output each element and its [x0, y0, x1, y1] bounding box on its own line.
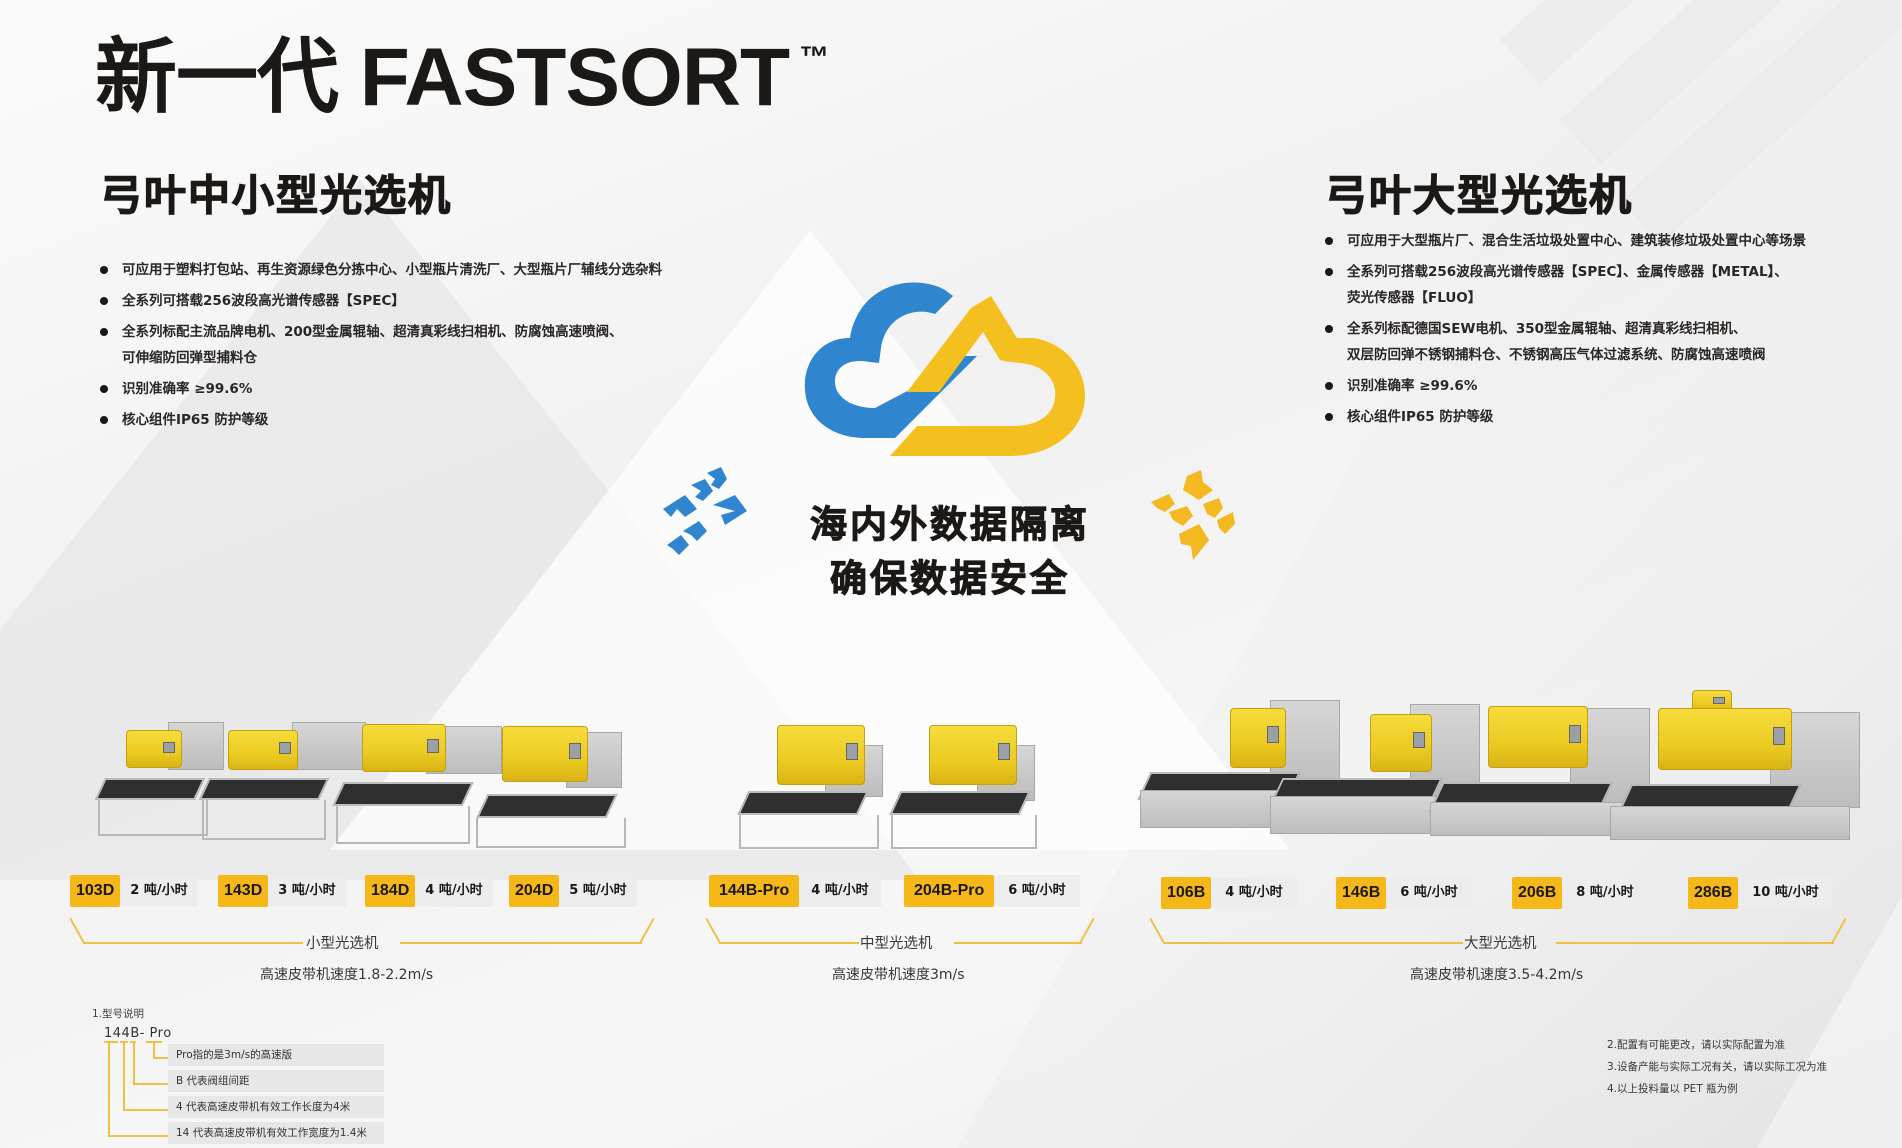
model-badge-106b: 106B 4 吨/小时	[1161, 877, 1297, 909]
model-code: 204B-Pro	[904, 875, 995, 907]
model-badge-286b: 286B 10 吨/小时	[1688, 877, 1833, 909]
model-badge-146b: 146B 6 吨/小时	[1336, 877, 1472, 909]
feature-item: 识别准确率 ≥99.6%	[1325, 373, 1806, 399]
feature-item: 可应用于塑料打包站、再生资源绿色分拣中心、小型瓶片清洗厂、大型瓶片厂辅线分选杂料	[100, 257, 662, 283]
page-title-text: 新一代 FASTSORT	[95, 32, 790, 123]
model-legend-title: 1.型号说明	[92, 1008, 145, 1020]
group-label: 中型光选机	[860, 936, 933, 952]
model-capacity: 8 吨/小时	[1562, 877, 1648, 909]
slogan-line-1: 海内外数据隔离	[810, 504, 1090, 546]
blue-transfer-arrows-icon	[663, 467, 747, 555]
model-capacity: 6 吨/小时	[994, 875, 1080, 907]
slogan-line-2: 确保数据安全	[830, 558, 1070, 600]
model-capacity: 4 吨/小时	[415, 875, 493, 907]
model-badge-144b-pro: 144B-Pro 4 吨/小时	[709, 875, 881, 907]
model-legend-connectors	[104, 1041, 168, 1137]
model-capacity: 4 吨/小时	[1211, 877, 1297, 909]
model-capacity: 10 吨/小时	[1738, 877, 1833, 909]
feature-item: 全系列可搭载256波段高光谱传感器【SPEC】	[100, 288, 662, 314]
feature-item: 全系列标配德国SEW电机、350型金属辊轴、超清真彩线扫相机、双层防回弹不锈钢捕…	[1325, 316, 1806, 368]
model-capacity: 3 吨/小时	[268, 875, 346, 907]
model-code: 286B	[1688, 877, 1739, 909]
model-capacity: 5 吨/小时	[559, 875, 637, 907]
group-label: 小型光选机	[306, 936, 379, 952]
model-legend-row: 4 代表高速皮带机有效工作长度为4米	[168, 1096, 384, 1118]
large-group-belt-speed: 高速皮带机速度3.5-4.2m/s	[1410, 967, 1584, 983]
model-code: 144B-Pro	[709, 875, 800, 907]
small-group-bracket: 小型光选机	[70, 918, 654, 952]
model-code: 106B	[1161, 877, 1212, 909]
page-title: 新一代 FASTSORT ™	[95, 8, 829, 128]
model-code: 143D	[218, 875, 269, 907]
footnote: 3.设备产能与实际工况有关，请以实际工况为准	[1607, 1061, 1828, 1073]
large-group-bracket: 大型光选机	[1150, 918, 1846, 952]
trademark-symbol: ™	[799, 41, 830, 74]
model-legend-row: 14 代表高速皮带机有效工作宽度为1.4米	[168, 1122, 384, 1144]
yellow-transfer-arrows-icon	[1151, 470, 1235, 560]
feature-item: 核心组件IP65 防护等级	[100, 407, 662, 433]
model-capacity: 4 吨/小时	[799, 875, 881, 907]
model-code: 146B	[1336, 877, 1387, 909]
model-legend-row: Pro指的是3m/s的高速版	[168, 1044, 384, 1066]
model-code: 204D	[509, 875, 560, 907]
model-badge-143d: 143D 3 吨/小时	[218, 875, 346, 907]
model-capacity: 2 吨/小时	[120, 875, 198, 907]
small-group-belt-speed: 高速皮带机速度1.8-2.2m/s	[260, 967, 434, 983]
feature-item: 核心组件IP65 防护等级	[1325, 404, 1806, 430]
model-badge-206b: 206B 8 吨/小时	[1512, 877, 1648, 909]
medium-group-belt-speed: 高速皮带机速度3m/s	[832, 967, 965, 983]
feature-item: 全系列标配主流品牌电机、200型金属辊轴、超清真彩线扫相机、防腐蚀高速喷阀、可伸…	[100, 319, 662, 371]
group-label: 大型光选机	[1464, 936, 1537, 952]
model-badge-184d: 184D 4 吨/小时	[365, 875, 493, 907]
model-code: 206B	[1512, 877, 1563, 909]
right-feature-list: 可应用于大型瓶片厂、混合生活垃圾处置中心、建筑装修垃圾处置中心等场景 全系列可搭…	[1325, 228, 1806, 435]
model-code: 184D	[365, 875, 416, 907]
footnote: 4.以上投料量以 PET 瓶为例	[1607, 1083, 1738, 1095]
medium-group-bracket: 中型光选机	[706, 918, 1094, 952]
model-legend-example: 144B- Pro	[104, 1026, 172, 1041]
medium-sorter-machines-image	[725, 715, 1075, 855]
small-sorter-machines-image	[88, 720, 648, 850]
footnotes: 2.配置有可能更改，请以实际配置为准 3.设备产能与实际工况有关，请以实际工况为…	[1607, 1034, 1827, 1100]
large-sorter-machines-image	[1130, 690, 1870, 840]
left-feature-list: 可应用于塑料打包站、再生资源绿色分拣中心、小型瓶片清洗厂、大型瓶片厂辅线分选杂料…	[100, 257, 662, 438]
model-capacity: 6 吨/小时	[1386, 877, 1472, 909]
model-badge-103d: 103D 2 吨/小时	[70, 875, 198, 907]
model-badge-204d: 204D 5 吨/小时	[509, 875, 637, 907]
model-badge-204b-pro: 204B-Pro 6 吨/小时	[904, 875, 1080, 907]
footnote: 2.配置有可能更改，请以实际配置为准	[1607, 1039, 1786, 1051]
feature-item: 可应用于大型瓶片厂、混合生活垃圾处置中心、建筑装修垃圾处置中心等场景	[1325, 228, 1806, 254]
cloud-data-icon	[804, 282, 1085, 456]
right-section-heading: 弓叶大型光选机	[1324, 171, 1634, 219]
left-section-heading: 弓叶中小型光选机	[99, 171, 453, 219]
feature-item: 识别准确率 ≥99.6%	[100, 376, 662, 402]
feature-item: 全系列可搭载256波段高光谱传感器【SPEC】、金属传感器【METAL】、荧光传…	[1325, 259, 1806, 311]
data-isolation-slogan: 海内外数据隔离 确保数据安全	[780, 498, 1120, 606]
model-code: 103D	[70, 875, 121, 907]
model-legend-row: B 代表阀组间距	[168, 1070, 384, 1092]
